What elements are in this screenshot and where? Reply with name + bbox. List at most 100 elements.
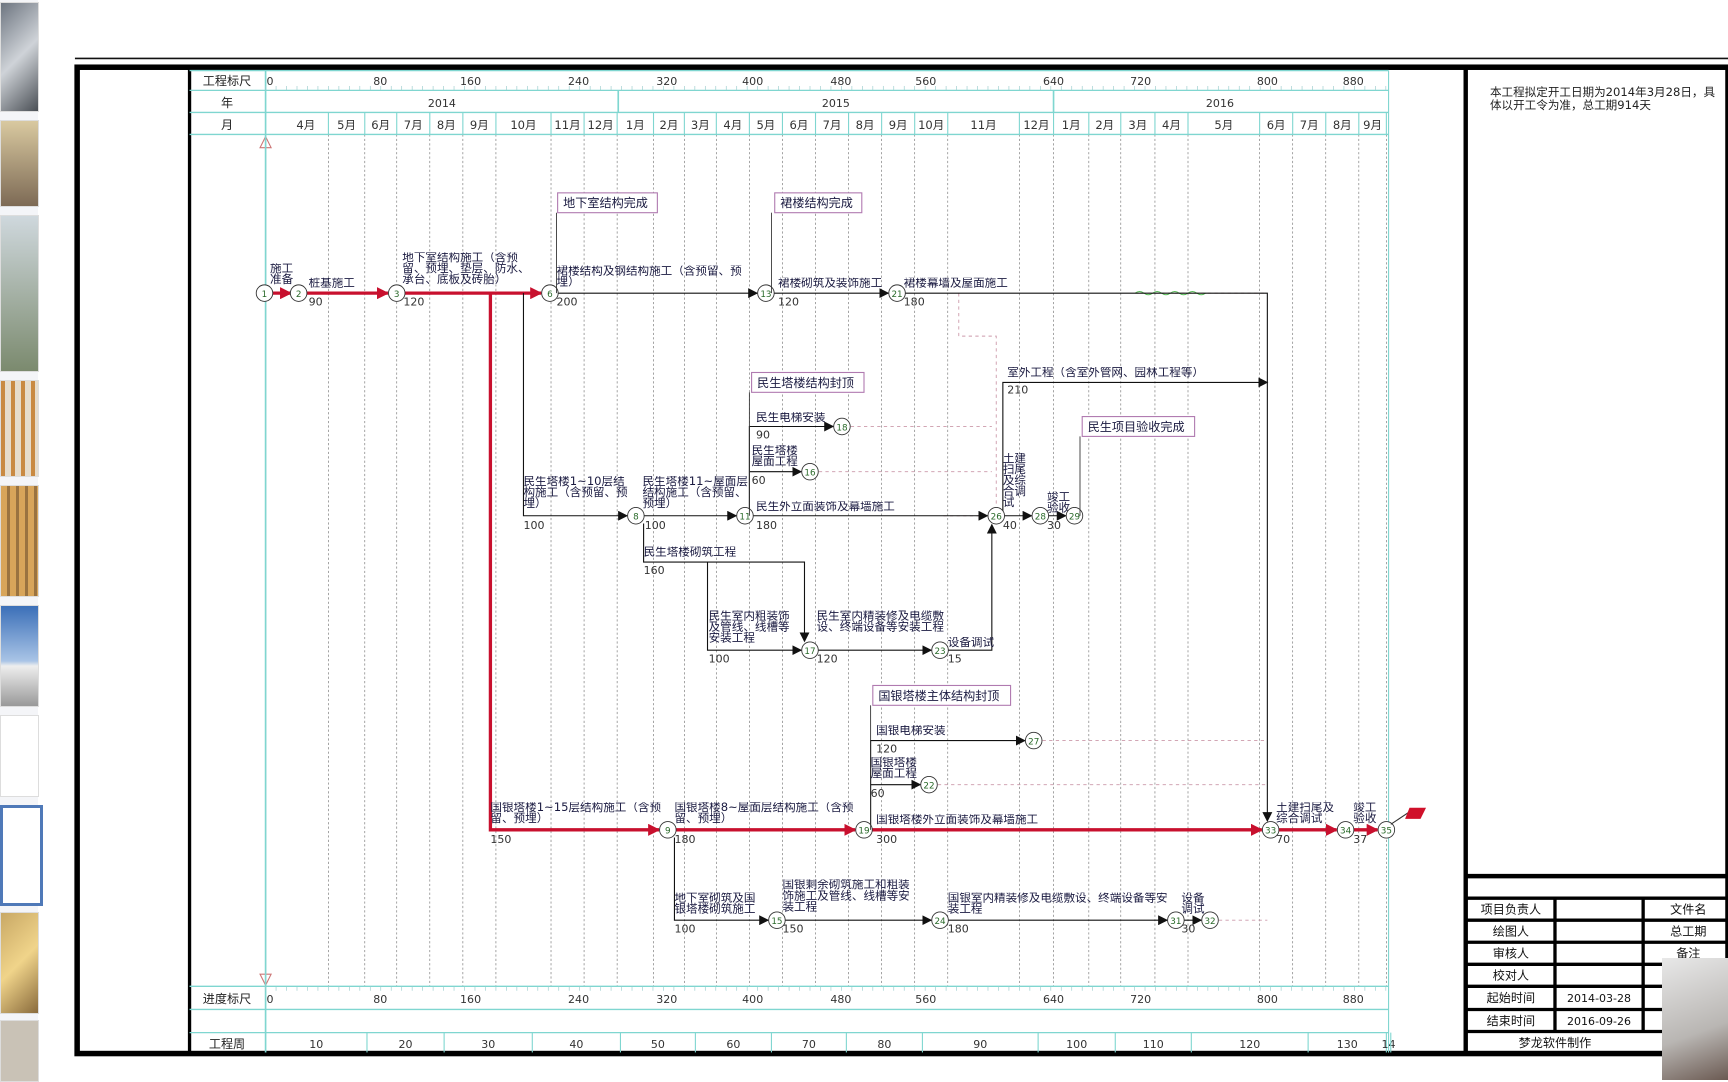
node-13[interactable]: 13 [757,284,775,302]
slide-thumbnail[interactable] [0,380,39,477]
node-26[interactable]: 26 [987,507,1005,525]
node-circle[interactable] [920,775,938,794]
activity-label-box: 地下室结构施工（含预留、预埋、垫层、防水、承台、底板及砖胎） [402,252,530,287]
node-circle[interactable] [255,284,274,302]
node-number: 29 [1069,513,1080,523]
node-circle[interactable] [855,821,873,839]
activity-label-box: 民生外立面装饰及幕墙施工 [756,501,895,512]
activity-label: 裙楼结构及钢结构施工（含预留、预埋） [556,265,742,289]
node-21[interactable]: 21 [888,284,906,302]
slide-thumbnail[interactable] [0,485,39,597]
node-17[interactable]: 17 [801,641,819,659]
node-circle[interactable] [1031,507,1050,525]
scale-tick-label: 640 [1043,75,1064,88]
node-28[interactable]: 28 [1031,507,1050,525]
node-circle[interactable] [757,284,775,302]
activity-label: 裙楼砌筑及装饰施工 [778,277,883,290]
activity-label: 竣工验收 [1046,491,1071,515]
week-row-label: 工程周 [209,1036,245,1051]
activity-duration: 60 [871,787,885,800]
node-number: 6 [547,290,553,300]
activity-arrow [522,293,629,521]
titleblock-label: 起始时间 [1487,991,1535,1005]
milestone-label: 地下室结构完成 [563,195,648,210]
node-circle[interactable] [1167,911,1185,929]
milestone-m5: 国银塔楼主体结构封顶 [870,684,1012,830]
activity-duration: 100 [674,922,695,935]
node-8[interactable]: 8 [627,507,645,525]
node-9[interactable]: 9 [659,821,677,839]
activity-duration: 210 [1007,383,1028,396]
node-circle[interactable] [541,284,559,302]
node-circle[interactable] [1261,821,1280,839]
node-circle[interactable] [289,284,308,302]
node-circle[interactable] [833,417,851,436]
node-35[interactable]: 35 [1377,821,1396,839]
node-29[interactable]: 29 [1065,507,1084,525]
node-15[interactable]: 15 [768,911,786,929]
node-19[interactable]: 19 [855,821,873,839]
node-27[interactable]: 27 [1025,731,1043,750]
node-11[interactable]: 11 [736,507,754,525]
node-circle[interactable] [627,507,645,525]
activity-arrow [488,293,661,836]
node-2[interactable]: 2 [289,284,308,302]
node-circle[interactable] [931,911,949,929]
slide-thumbnail-selected[interactable] [0,805,43,906]
activity-duration: 120 [778,295,799,308]
node-22[interactable]: 22 [920,775,938,794]
node-circle[interactable] [388,284,406,302]
node-circle[interactable] [659,821,677,839]
slide-thumbnail[interactable] [0,715,39,797]
node-33[interactable]: 33 [1261,821,1280,839]
activity-label-box: 裙楼砌筑及装饰施工 [778,277,883,290]
node-3[interactable]: 3 [388,284,406,302]
slide-thumbnail[interactable] [0,605,39,707]
node-circle[interactable] [1336,821,1355,839]
node-24[interactable]: 24 [931,911,949,929]
activity-duration: 37 [1353,833,1367,846]
node-number: 31 [1170,917,1181,927]
milestone-box [751,371,865,393]
node-circle[interactable] [1201,911,1219,929]
node-6[interactable]: 6 [541,284,559,302]
node-circle[interactable] [768,911,786,929]
progress-tick-label: 480 [830,993,851,1006]
slide-thumbnail[interactable] [0,120,39,207]
activity-arrow [706,562,803,656]
node-1[interactable]: 1 [255,284,274,302]
node-circle[interactable] [1065,507,1084,525]
node-circle[interactable] [888,284,906,302]
titleblock-right-label: 文件名 [1670,902,1706,917]
node-23[interactable]: 23 [931,641,949,659]
node-18[interactable]: 18 [833,417,851,436]
project-note: 本工程拟定开工日期为2014年3月28日，具体以开工令为准，总工期914天 [1489,85,1716,113]
node-circle[interactable] [801,641,819,659]
node-31[interactable]: 31 [1167,911,1185,929]
node-circle[interactable] [1025,731,1043,750]
slide-thumbnail[interactable] [0,215,39,372]
slide-thumbnail-panel[interactable] [0,0,43,1082]
node-circle[interactable] [931,641,949,659]
activity-label: 地下室结构施工（含预留、预埋、垫层、防水、承台、底板及砖胎） [402,252,530,287]
activity-label-box: 民生塔楼11~屋面层结构施工（含预留、预埋） [642,476,747,509]
scale-tick-label: 880 [1343,75,1364,88]
activity-duration: 100 [523,519,544,532]
week-label: 14 [1382,1038,1396,1051]
node-number: 21 [891,290,902,300]
slide-thumbnail[interactable] [0,912,39,1014]
month-label: 11月 [554,118,580,132]
node-16[interactable]: 16 [801,462,819,481]
slide-thumbnail[interactable] [0,2,39,112]
node-32[interactable]: 32 [1201,911,1219,929]
scale-tick-label: 720 [1130,75,1151,88]
node-circle[interactable] [1377,821,1396,839]
activity-label: 国银剩余砌筑施工和粗装饰施工及管线、线槽等安装工程 [782,879,910,914]
node-34[interactable]: 34 [1336,821,1355,839]
node-circle[interactable] [987,507,1005,525]
node-circle[interactable] [801,462,819,481]
node-number: 33 [1265,827,1276,837]
